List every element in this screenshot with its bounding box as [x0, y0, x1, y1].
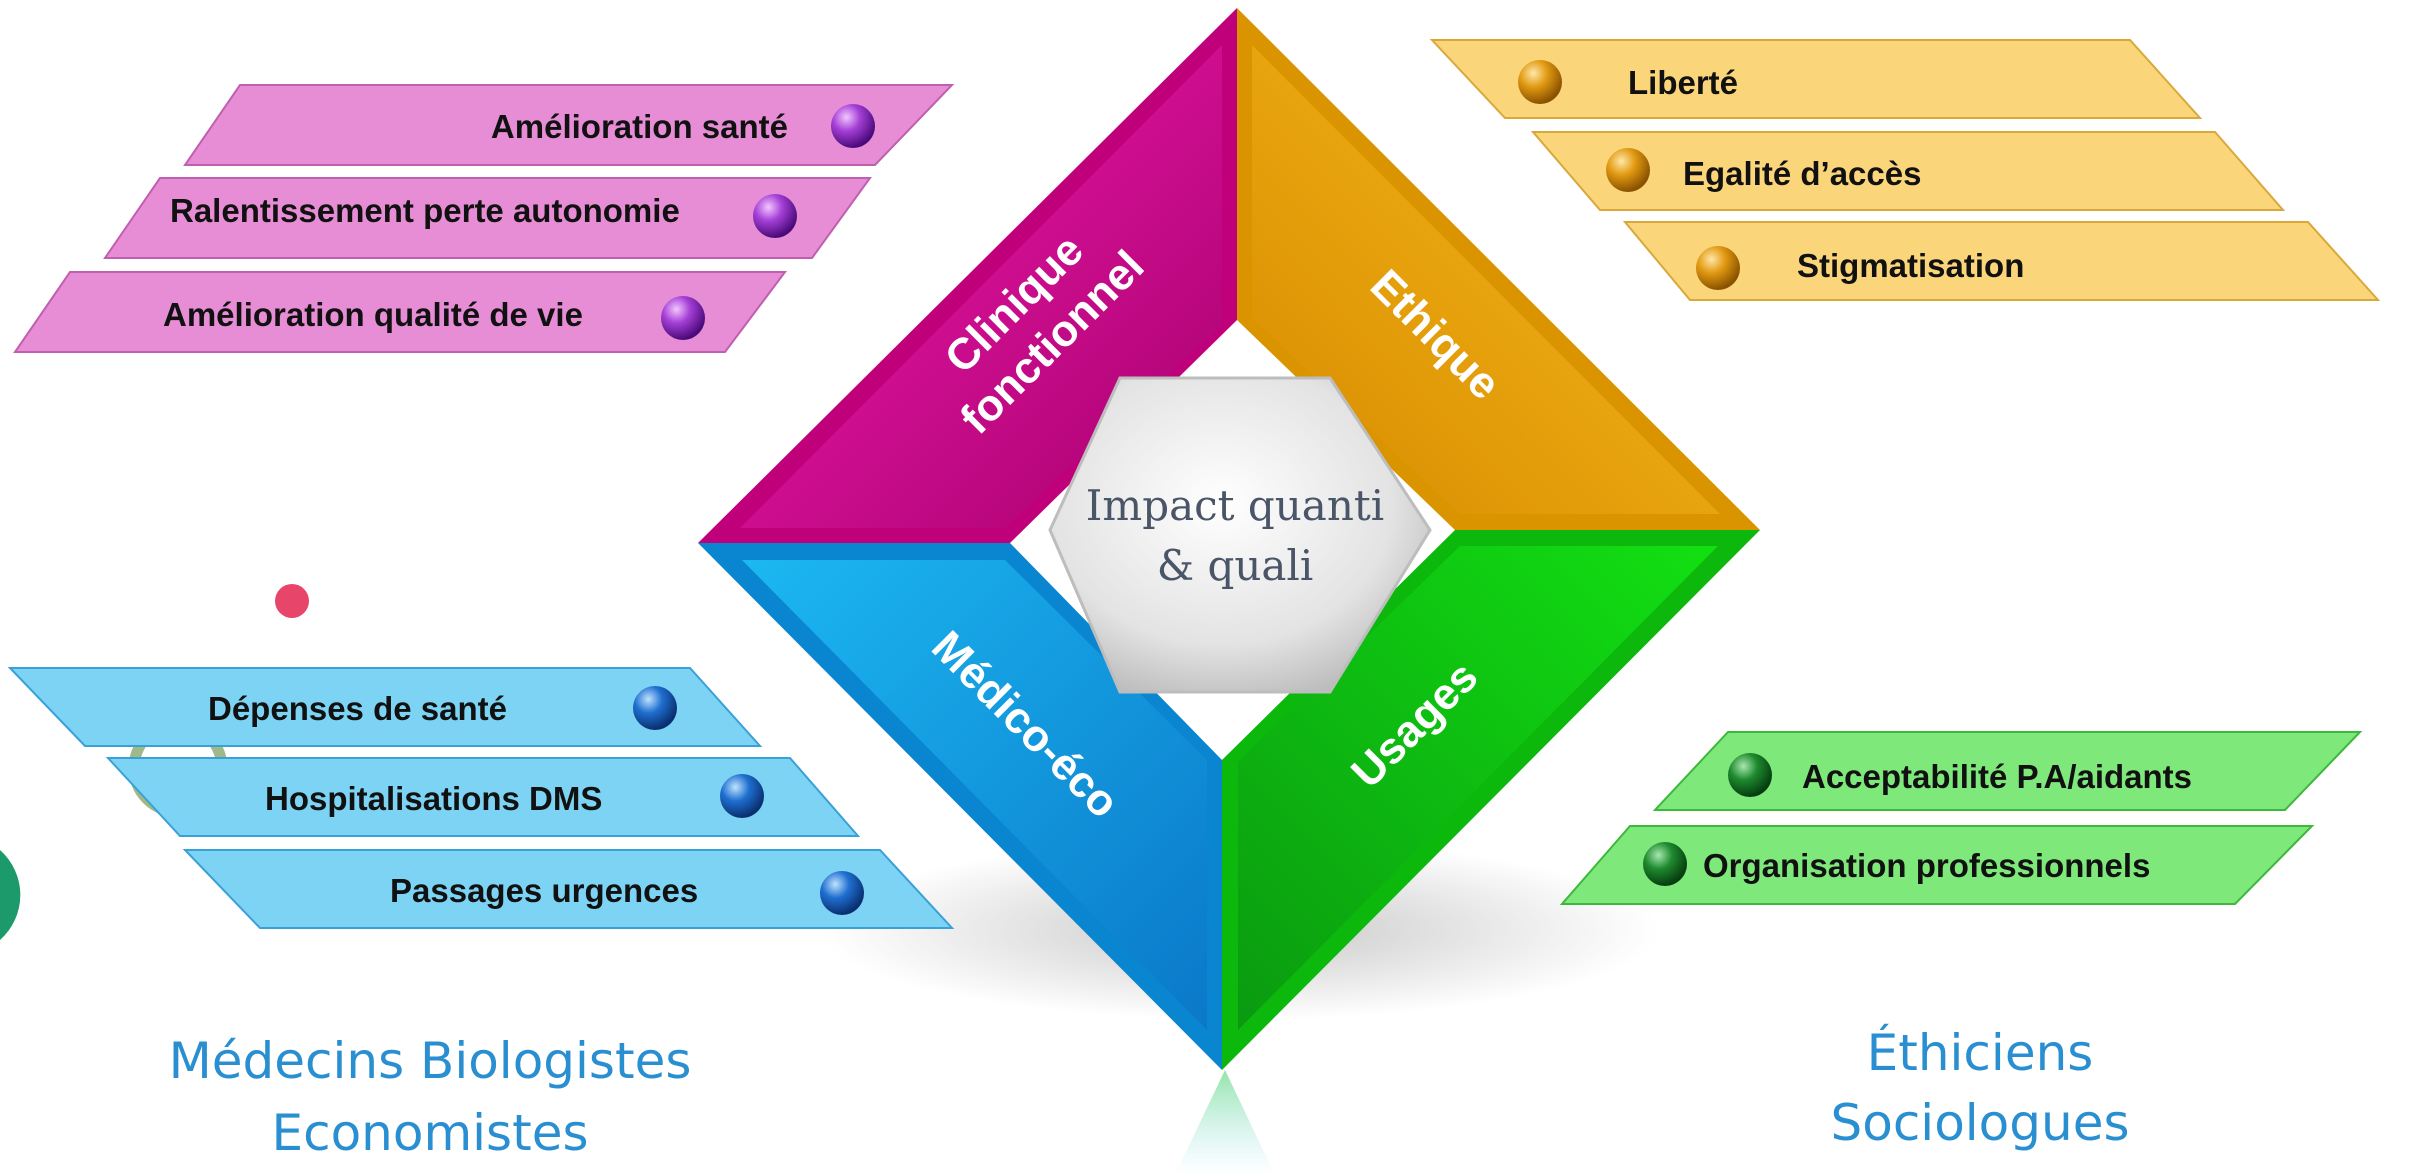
- item-label: Hospitalisations DMS: [265, 780, 602, 817]
- list-item: [1530, 131, 2286, 211]
- quadrant-clinique-face: [740, 45, 1222, 528]
- purple-bullet-icon: [661, 296, 705, 340]
- item-label: Amélioration santé: [491, 108, 788, 145]
- blue-bullet-icon: [633, 686, 677, 730]
- quadrant-usages-face: [1238, 546, 1718, 1030]
- group-medico: Dépenses de santé Hospitalisations DMS P…: [7, 667, 955, 929]
- center-hexagon: [1048, 376, 1432, 694]
- list-item: [103, 177, 872, 259]
- audience-left-line1: Médecins Biologistes: [169, 1032, 692, 1090]
- purple-bullet-icon: [753, 194, 797, 238]
- purple-bullet-icon: [831, 104, 875, 148]
- list-item: [105, 757, 861, 837]
- diamond: [698, 8, 1760, 1070]
- list-item: [183, 84, 955, 166]
- item-label: Organisation professionnels: [1703, 847, 2150, 884]
- list-item: [182, 849, 955, 929]
- group-clinique: Amélioration santé Ralentissement perte …: [13, 84, 955, 353]
- orange-bullet-icon: [1518, 60, 1562, 104]
- item-label: Liberté: [1628, 64, 1738, 101]
- group-ethique: Liberté Egalité d’accès Stigmatisation: [1429, 39, 2381, 301]
- center-label-line2: & quali: [1157, 541, 1314, 590]
- orange-bullet-icon: [1606, 148, 1650, 192]
- item-label: Acceptabilité P.A/aidants: [1802, 758, 2192, 795]
- green-bullet-icon: [1643, 842, 1687, 886]
- item-label: Amélioration qualité de vie: [163, 296, 583, 333]
- decorative-dot: [275, 584, 309, 618]
- blue-bullet-icon: [720, 774, 764, 818]
- audience-right-line2: Sociologues: [1830, 1094, 2129, 1152]
- quadrant-medico-face: [742, 560, 1207, 1030]
- audience-left-line2: Economistes: [271, 1104, 588, 1162]
- decorative-arc: [0, 850, 21, 940]
- item-label: Ralentissement perte autonomie: [170, 192, 680, 229]
- item-label: Egalité d’accès: [1683, 155, 1921, 192]
- quadrant-ethique-face: [1252, 45, 1720, 514]
- blue-bullet-icon: [820, 871, 864, 915]
- green-bullet-icon: [1728, 753, 1772, 797]
- center-label-line1: Impact quanti: [1086, 481, 1384, 530]
- item-label: Dépenses de santé: [208, 690, 507, 727]
- item-label: Passages urgences: [390, 872, 698, 909]
- list-item: [1429, 39, 2203, 119]
- diamond-reflection: [1175, 1070, 1275, 1175]
- list-item: [1622, 221, 2381, 301]
- list-item: [13, 271, 787, 353]
- list-item: [7, 667, 763, 747]
- list-item: [1559, 825, 2315, 905]
- group-usages: Acceptabilité P.A/aidants Organisation p…: [1559, 731, 2363, 905]
- list-item: [1652, 731, 2363, 811]
- orange-bullet-icon: [1696, 246, 1740, 290]
- item-label: Stigmatisation: [1797, 247, 2024, 284]
- audience-right-line1: Éthiciens: [1867, 1023, 2094, 1082]
